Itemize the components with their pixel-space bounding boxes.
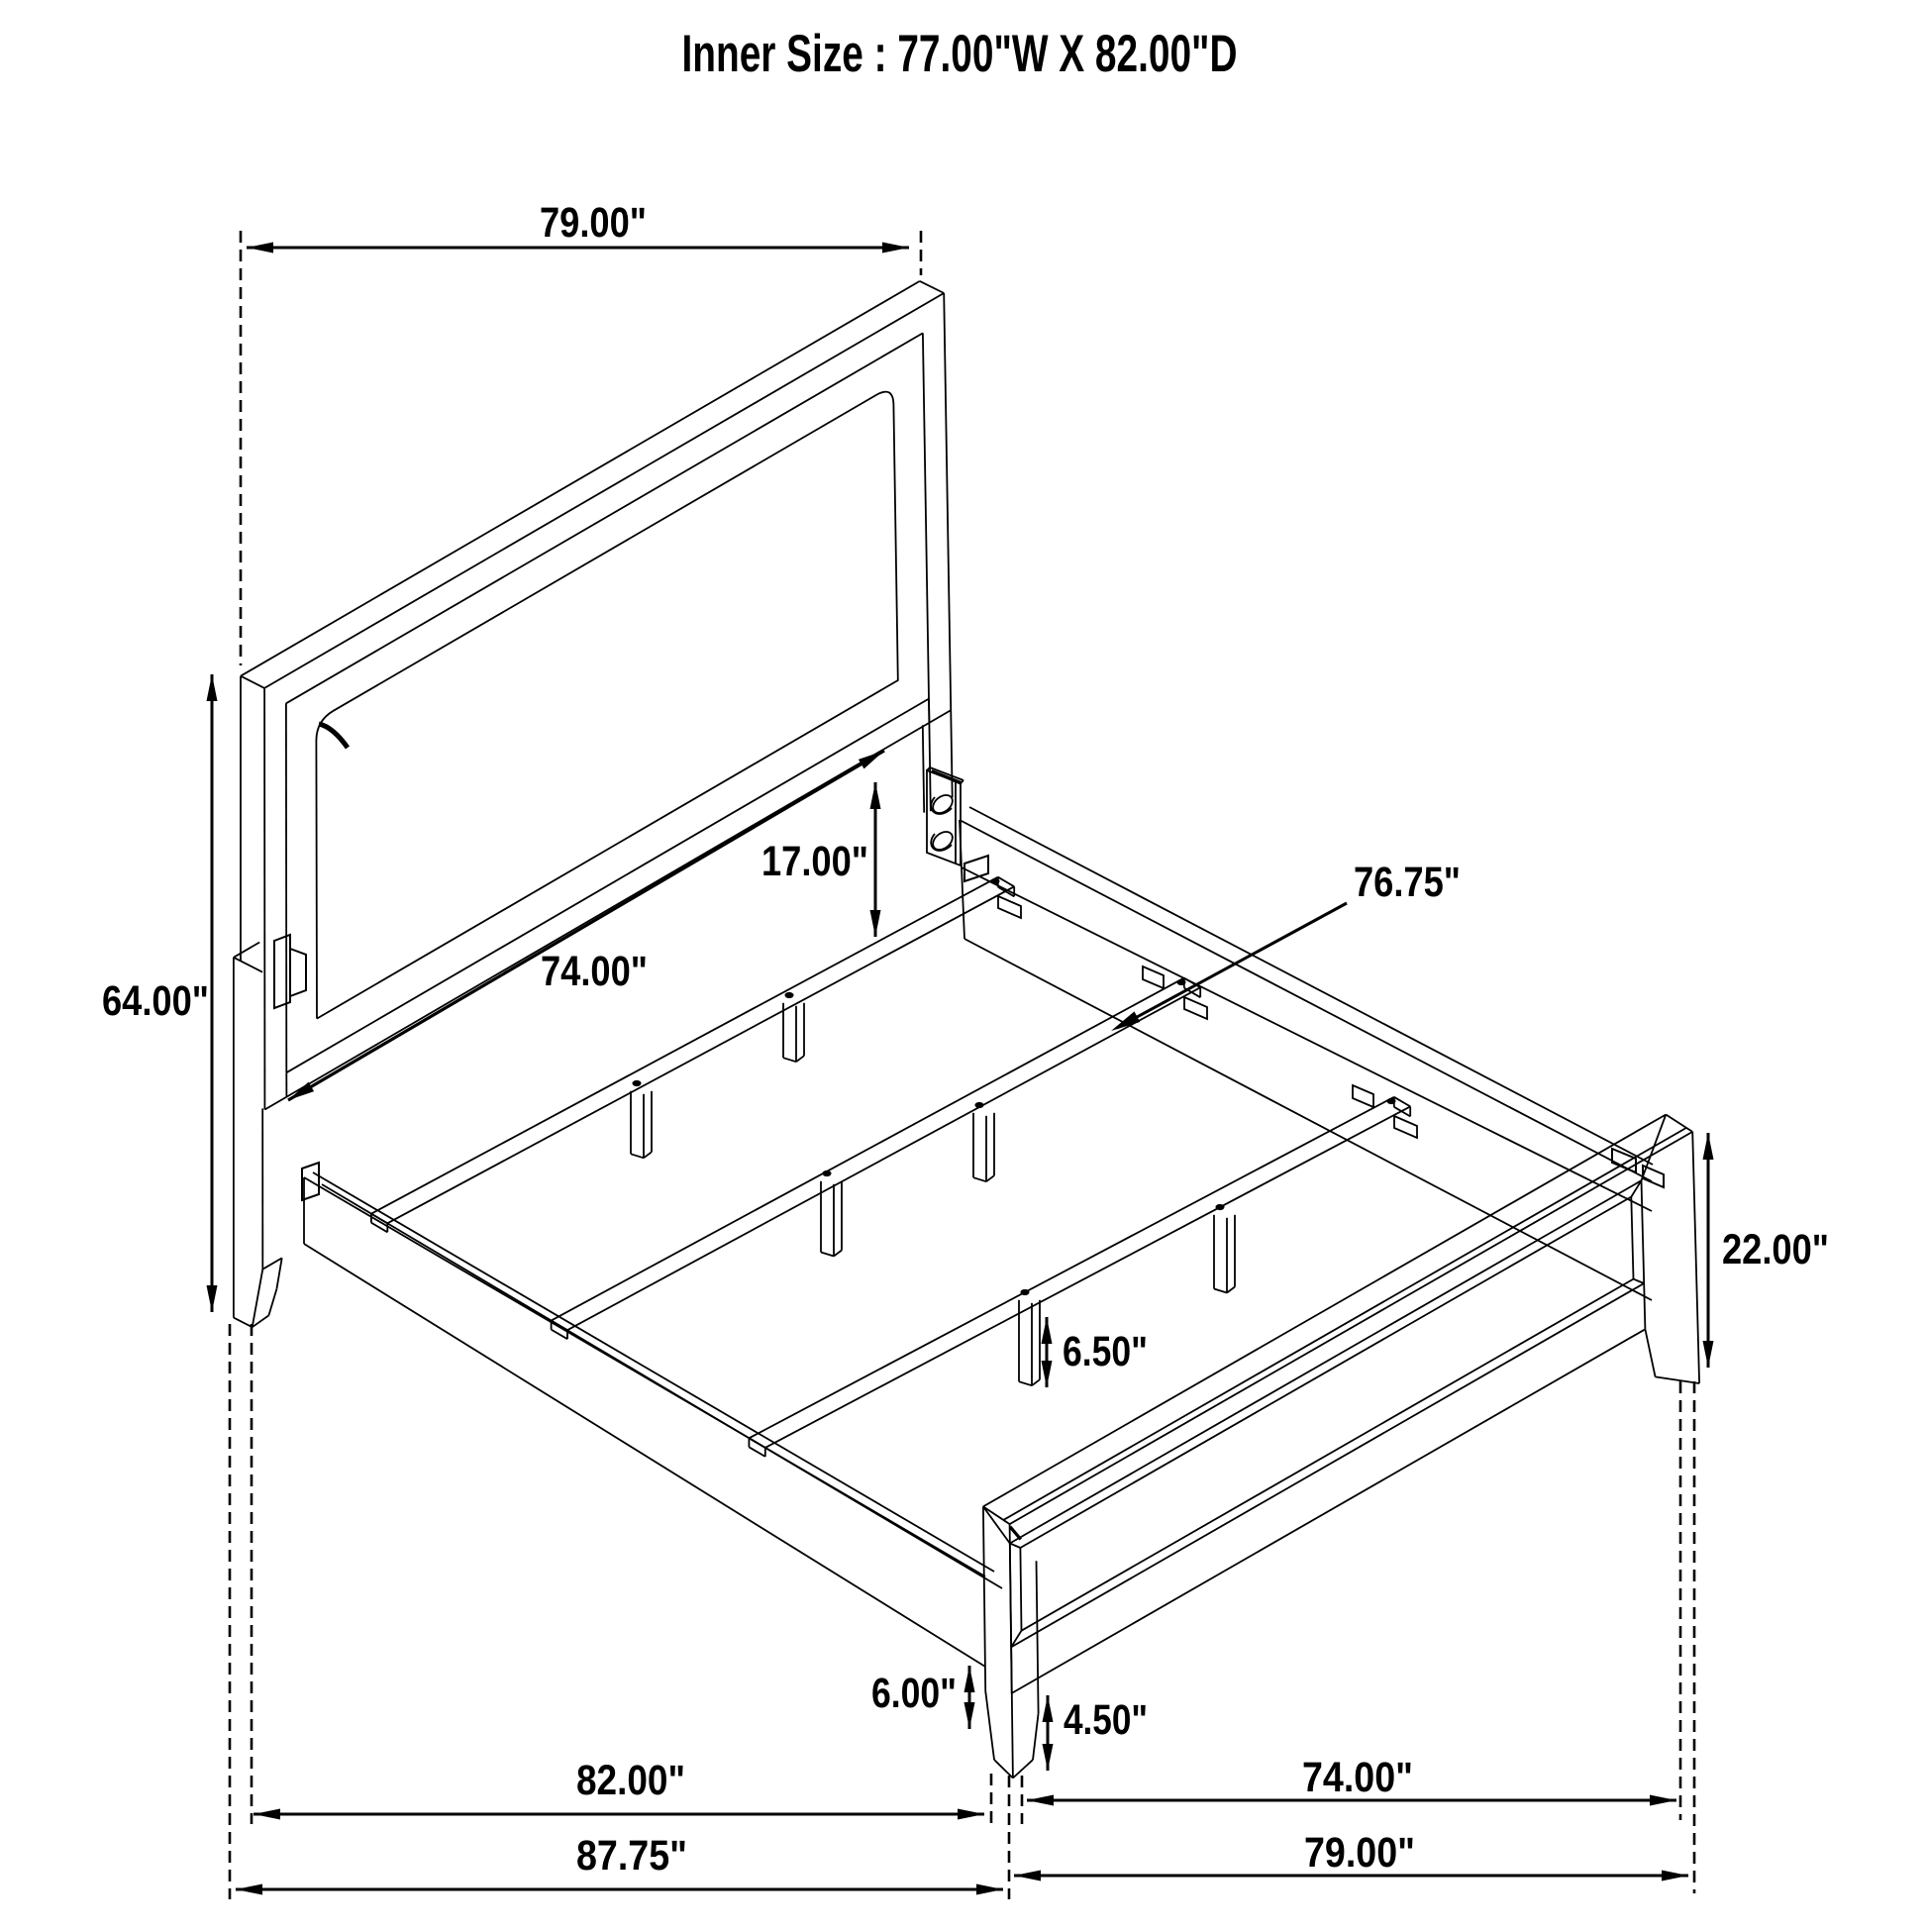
- svg-text:87.75": 87.75": [576, 1832, 687, 1880]
- svg-text:4.50": 4.50": [1064, 1696, 1148, 1744]
- svg-text:79.00": 79.00": [540, 199, 647, 247]
- svg-text:64.00": 64.00": [102, 977, 209, 1025]
- svg-text:17.00": 17.00": [761, 838, 868, 885]
- svg-text:74.00": 74.00": [541, 948, 648, 995]
- svg-text:76.75": 76.75": [1354, 859, 1461, 906]
- svg-text:6.00": 6.00": [871, 1670, 957, 1717]
- svg-text:22.00": 22.00": [1722, 1226, 1829, 1273]
- svg-text:79.00": 79.00": [1304, 1829, 1415, 1877]
- svg-text:Inner Size : 77.00"W X 82.00"D: Inner Size : 77.00"W X 82.00"D: [682, 25, 1238, 83]
- svg-text:74.00": 74.00": [1302, 1754, 1413, 1801]
- svg-text:82.00": 82.00": [576, 1757, 685, 1804]
- svg-text:6.50": 6.50": [1063, 1328, 1148, 1375]
